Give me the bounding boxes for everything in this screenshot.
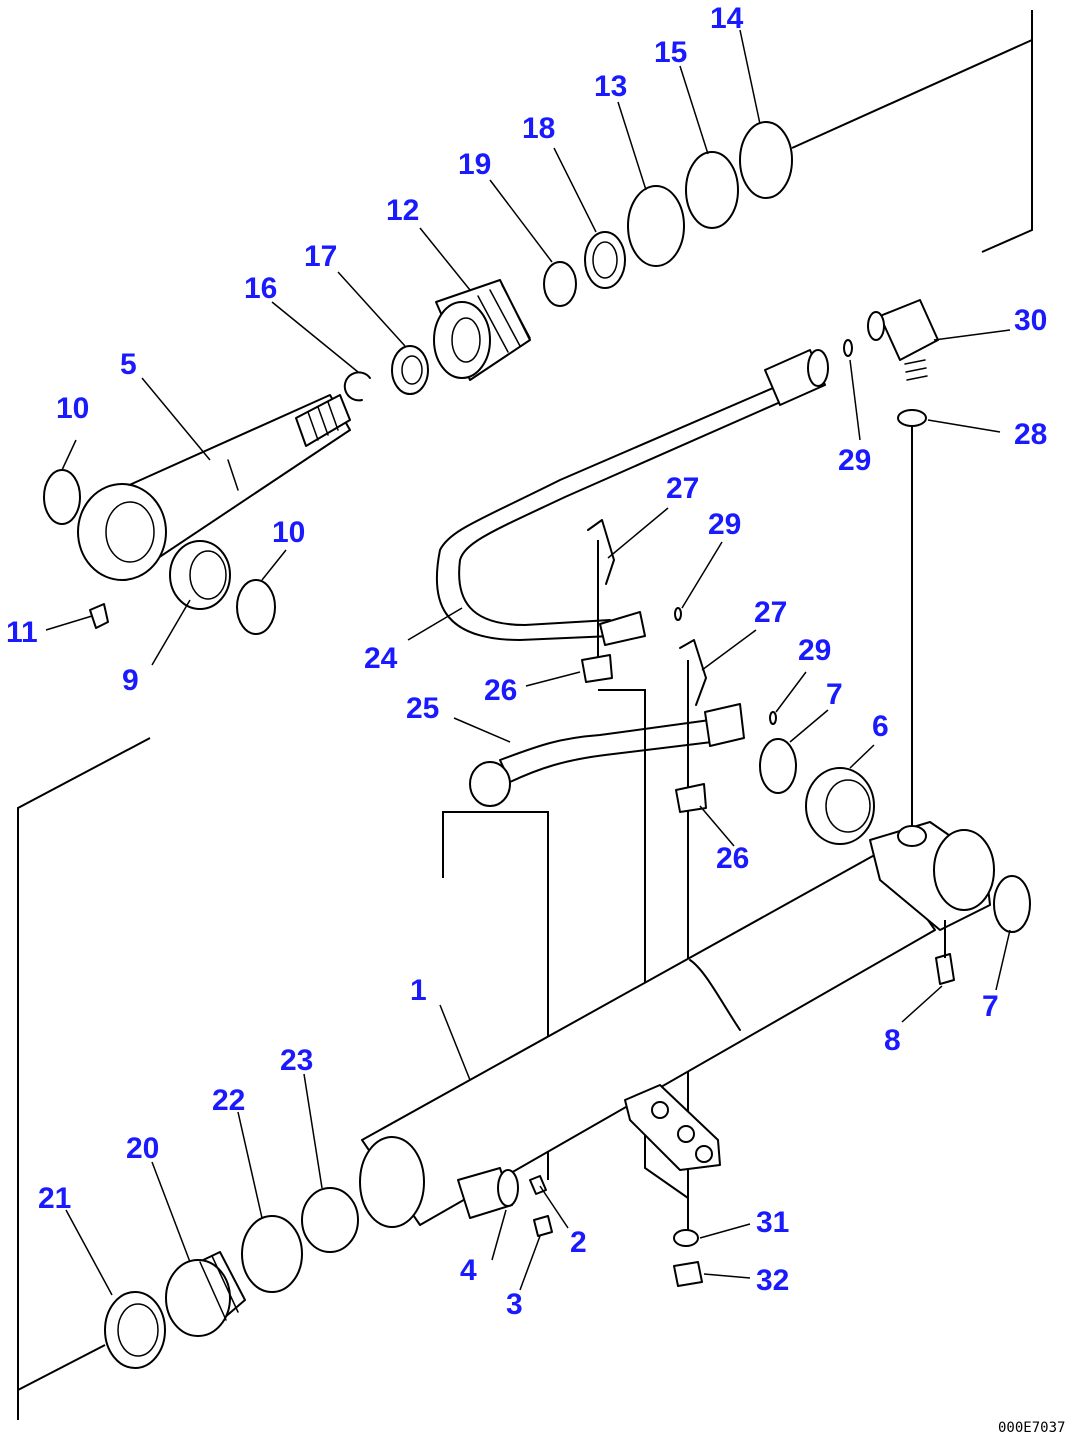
callout-11: 11: [6, 616, 38, 649]
cylinder-assembly: [17, 738, 1031, 1391]
u-bolt-27b: [679, 639, 707, 706]
nut-23: [301, 1187, 359, 1253]
callout-32: 32: [756, 1264, 789, 1297]
callout-2: 2: [570, 1226, 587, 1259]
callout-18: 18: [522, 112, 555, 145]
bracket: [624, 1084, 721, 1171]
ring-18: [584, 231, 626, 289]
o-ring-29a: [843, 339, 853, 357]
cylinder-1: [361, 851, 936, 1226]
bushing-9: [169, 540, 231, 610]
snap-ring-16: [343, 371, 371, 402]
washer-31: [673, 1229, 699, 1247]
callout-20: 20: [126, 1132, 159, 1165]
callout-7b: 7: [982, 990, 999, 1023]
ring-17: [391, 345, 429, 395]
callout-4: 4: [460, 1254, 477, 1287]
o-ring-29c: [769, 711, 777, 725]
callout-9: 9: [122, 664, 139, 697]
callout-22: 22: [212, 1084, 245, 1117]
leader-lines: [45, 29, 1011, 1296]
callout-21: 21: [38, 1182, 71, 1215]
callout-12: 12: [386, 194, 419, 227]
callout-27a: 27: [666, 472, 699, 505]
callout-29a: 29: [838, 444, 871, 477]
callout-27b: 27: [754, 596, 787, 629]
callout-10a: 10: [56, 392, 89, 425]
callout-30: 30: [1014, 304, 1047, 337]
callout-29c: 29: [798, 634, 831, 667]
o-ring-28: [897, 409, 927, 427]
dust-seal-10b: [236, 579, 276, 635]
callout-23: 23: [280, 1044, 313, 1077]
callout-25: 25: [406, 692, 439, 725]
callout-10b: 10: [272, 516, 305, 549]
wear-ring-19: [543, 261, 577, 307]
callout-26a: 26: [484, 674, 517, 707]
callout-7a: 7: [826, 678, 843, 711]
o-ring-14: [739, 121, 793, 199]
bushing-6: [805, 767, 875, 845]
u-bolt-27a: [587, 519, 615, 585]
dust-seal-7b: [993, 875, 1031, 933]
callout-3: 3: [506, 1288, 523, 1321]
ring-15: [685, 151, 739, 229]
pipe-25: [499, 719, 713, 783]
grease-fitting-8: [935, 953, 955, 985]
figure-code: 000E7037: [998, 1420, 1065, 1436]
piston-rod-assembly: [43, 39, 1033, 635]
callout-15: 15: [654, 36, 687, 69]
nut-32: [673, 1261, 703, 1287]
callout-19: 19: [458, 148, 491, 181]
wiper-21: [104, 1291, 166, 1369]
callout-31: 31: [756, 1206, 789, 1239]
frame-lines: [17, 10, 1033, 1420]
callout-8: 8: [884, 1024, 901, 1057]
callout-26b: 26: [716, 842, 749, 875]
clamp-26a: [581, 654, 613, 683]
o-ring-13: [627, 185, 685, 267]
callout-labels: 1 2 3 4 5 6 7 7 8 9 10 10 11 12 13 14 15…: [6, 2, 1047, 1321]
dust-seal-7a: [759, 738, 797, 794]
callout-6: 6: [872, 710, 889, 743]
rod-eye: [77, 483, 167, 581]
ring-22: [241, 1215, 303, 1293]
callout-29b: 29: [708, 508, 741, 541]
callout-13: 13: [594, 70, 627, 103]
clamp-26b: [675, 783, 707, 813]
bolt-3: [533, 1215, 553, 1237]
grease-fitting-11: [89, 603, 109, 629]
callout-17: 17: [304, 240, 337, 273]
dust-seal-10a: [43, 469, 81, 525]
elbow-30: [879, 299, 939, 361]
callout-28: 28: [1014, 418, 1047, 451]
callout-1: 1: [410, 974, 427, 1007]
callout-24: 24: [364, 642, 398, 675]
callout-5: 5: [120, 348, 137, 381]
callout-16: 16: [244, 272, 277, 305]
callout-14: 14: [710, 2, 744, 35]
o-ring-29b: [674, 607, 682, 621]
